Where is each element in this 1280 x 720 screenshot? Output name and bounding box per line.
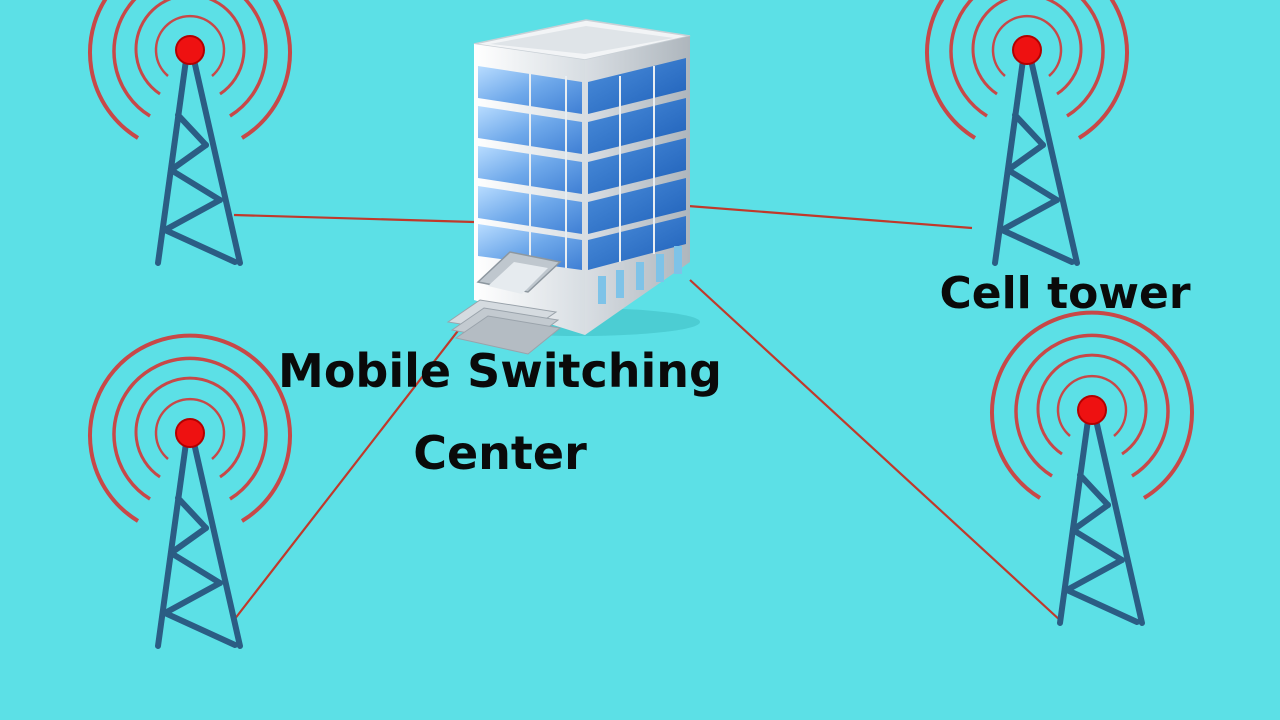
cell-tower-label: Cell tower: [939, 268, 1191, 319]
cell-tower-top-right-icon: [927, 0, 1127, 263]
link-msc-top-left: [233, 213, 475, 224]
cell-tower-bottom-right-icon: [992, 313, 1192, 623]
msc-label-line2: Center: [413, 426, 587, 480]
link-msc-top-right: [687, 204, 973, 230]
link-msc-bottom-left: [233, 291, 489, 621]
cell-tower-top-left-icon: [90, 0, 290, 263]
msc-label-line1: Mobile Switching: [278, 344, 722, 398]
office-building-icon: [446, 19, 700, 355]
link-msc-bottom-right: [689, 279, 1063, 623]
